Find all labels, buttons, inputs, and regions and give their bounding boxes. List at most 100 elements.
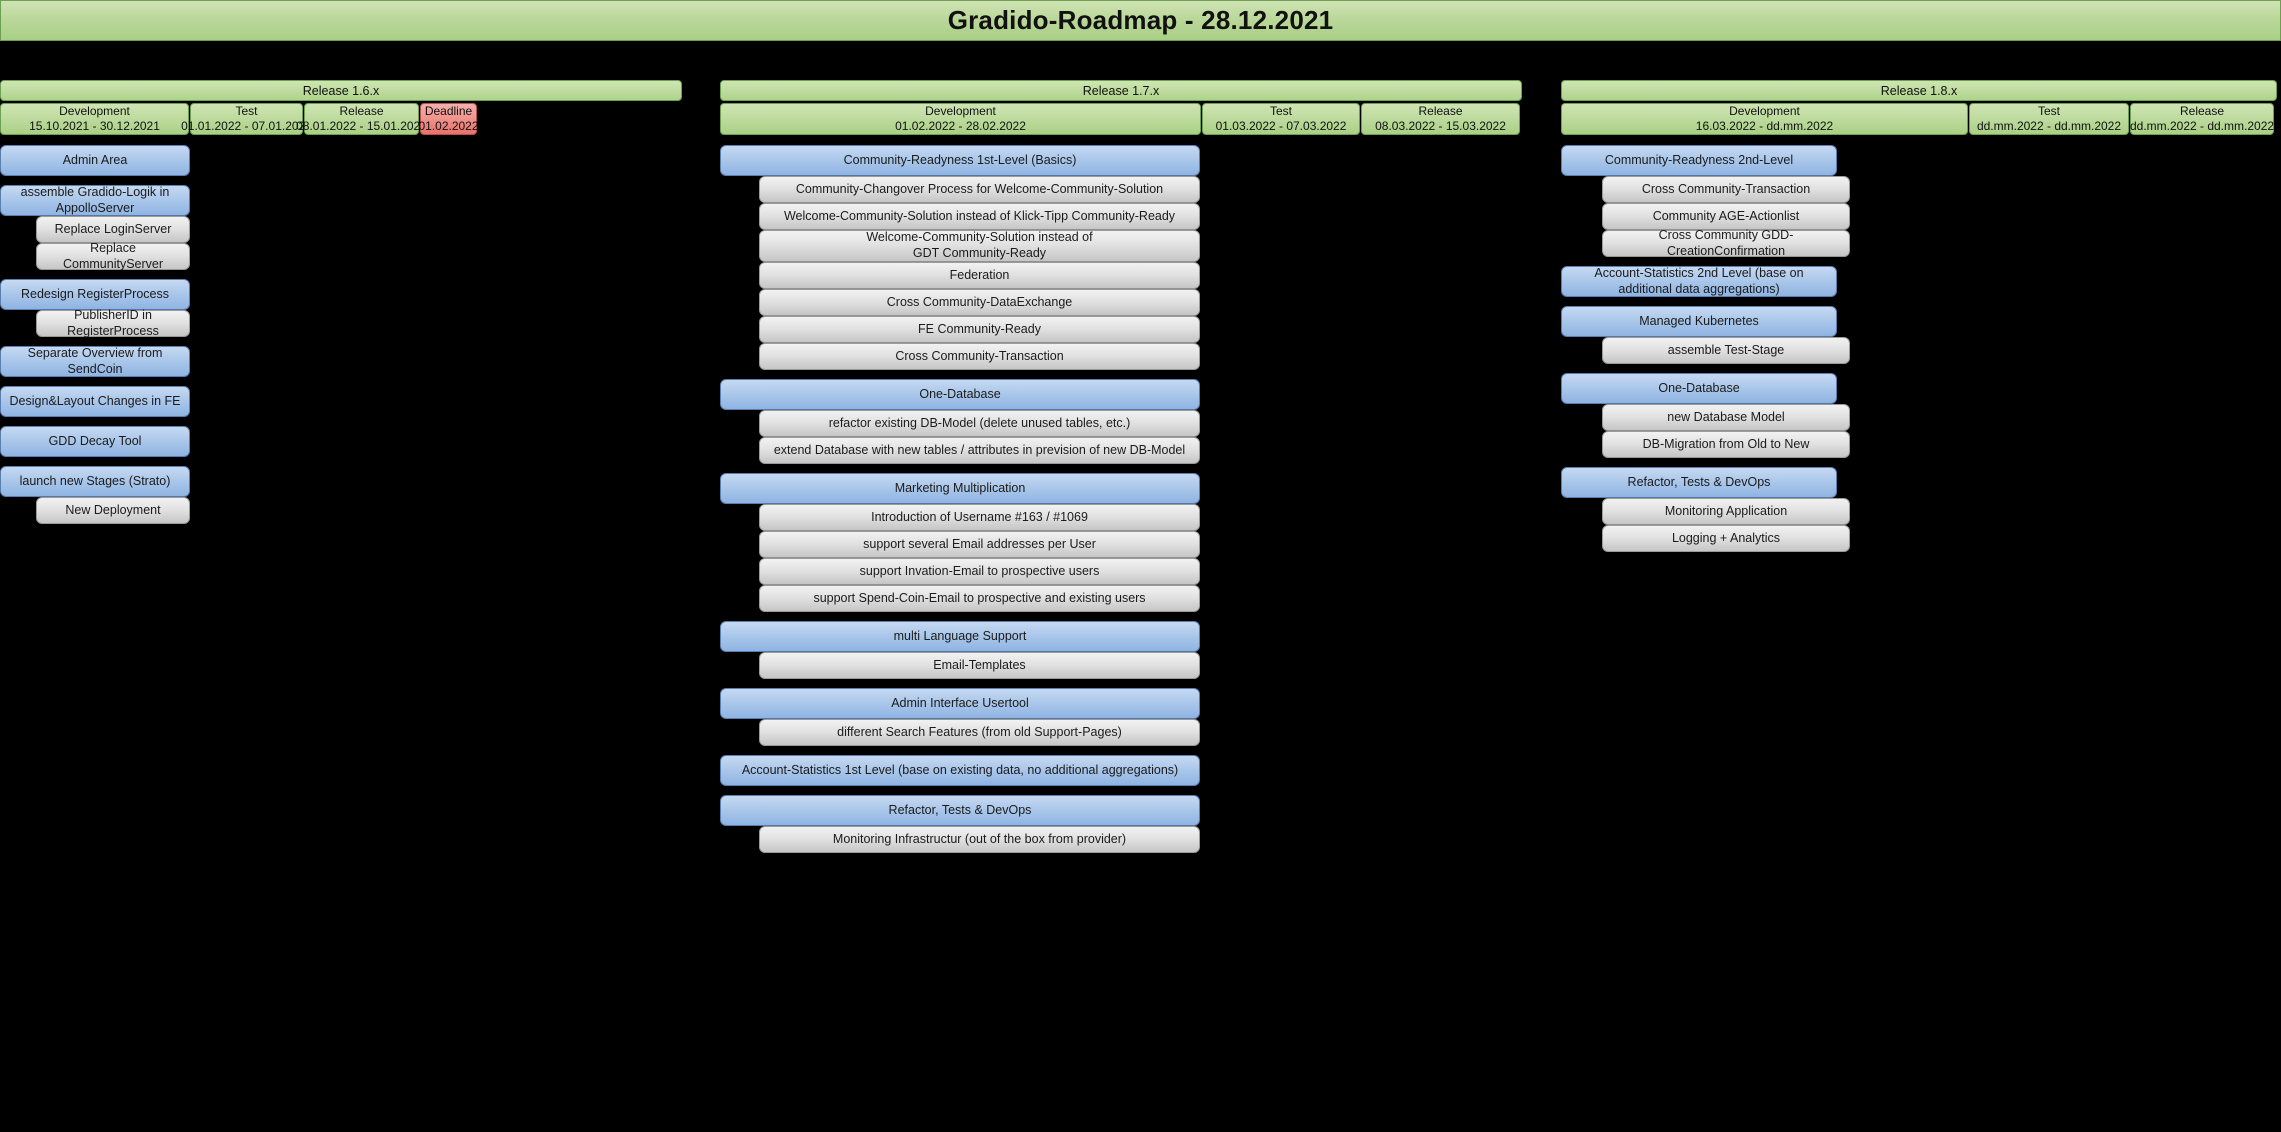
- sub-task[interactable]: Email-Templates: [759, 652, 1200, 679]
- sub-task[interactable]: Monitoring Infrastructur (out of the box…: [759, 826, 1200, 853]
- epic-task[interactable]: Separate Overview from SendCoin: [0, 346, 190, 377]
- sub-task[interactable]: PublisherID in RegisterProcess: [36, 308, 190, 338]
- release-header-2: Release 1.8.x: [1561, 80, 2277, 101]
- epic-task[interactable]: multi Language Support: [720, 621, 1200, 652]
- sub-task[interactable]: support several Email addresses per User: [759, 531, 1200, 558]
- task-list-0: Admin Area assemble Gradido-Logik in Appo…: [0, 145, 682, 524]
- sub-task[interactable]: FE Community-Ready: [759, 316, 1200, 343]
- roadmap-title-bar: Gradido-Roadmap - 28.12.2021: [0, 0, 2281, 41]
- sub-task[interactable]: Community-Changover Process for Welcome-…: [759, 176, 1200, 203]
- release-label: Release 1.6.x: [302, 83, 380, 98]
- sub-task[interactable]: new Database Model: [1602, 404, 1850, 431]
- sub-task-list: different Search Features (from old Supp…: [720, 719, 1522, 746]
- epic-task[interactable]: Refactor, Tests & DevOps: [1561, 467, 1837, 498]
- epic-task[interactable]: GDD Decay Tool: [0, 426, 190, 457]
- sub-task-list: Community-Changover Process for Welcome-…: [720, 176, 1522, 370]
- sub-task[interactable]: New Deployment: [36, 497, 190, 524]
- epic-task[interactable]: Community-Readyness 1st-Level (Basics): [720, 145, 1200, 176]
- task-group: Admin Area: [0, 145, 682, 176]
- sub-task[interactable]: Cross Community-DataExchange: [759, 289, 1200, 316]
- epic-task[interactable]: Account-Statistics 2nd Level (base on ad…: [1561, 266, 1837, 297]
- sub-task[interactable]: DB-Migration from Old to New: [1602, 431, 1850, 458]
- sub-task[interactable]: support Invation-Email to prospective us…: [759, 558, 1200, 585]
- release-label: Release 1.8.x: [1880, 83, 1958, 98]
- release-label: Release 1.7.x: [1082, 83, 1160, 98]
- sub-task-list: New Deployment: [0, 497, 682, 524]
- task-group: launch new Stages (Strato)New Deployment: [0, 466, 682, 524]
- task-group: Community-Readyness 1st-Level (Basics)Co…: [720, 145, 1522, 370]
- sub-task[interactable]: Cross Community-Transaction: [759, 343, 1200, 370]
- sub-task-list: assemble Test-Stage: [1561, 337, 2277, 364]
- epic-task[interactable]: launch new Stages (Strato): [0, 466, 190, 497]
- epic-task[interactable]: Community-Readyness 2nd-Level: [1561, 145, 1837, 176]
- sub-task[interactable]: Community AGE-Actionlist: [1602, 203, 1850, 230]
- epic-task[interactable]: Managed Kubernetes: [1561, 306, 1837, 337]
- epic-task[interactable]: Admin Interface Usertool: [720, 688, 1200, 719]
- phase-name: Release: [339, 104, 384, 118]
- sub-task[interactable]: support Spend-Coin-Email to prospective …: [759, 585, 1200, 612]
- sub-task[interactable]: Federation: [759, 262, 1200, 289]
- sub-task[interactable]: Welcome-Community-Solution instead of Kl…: [759, 203, 1200, 230]
- epic-task[interactable]: Admin Area: [0, 145, 190, 176]
- epic-task[interactable]: One-Database: [1561, 373, 1837, 404]
- epic-task[interactable]: Design&Layout Changes in FE: [0, 386, 190, 417]
- sub-task[interactable]: Replace LoginServer: [36, 216, 190, 243]
- sub-task[interactable]: Introduction of Username #163 / #1069: [759, 504, 1200, 531]
- epic-task[interactable]: Account-Statistics 1st Level (base on ex…: [720, 755, 1200, 786]
- phase-dates: 01.02.2022: [418, 119, 479, 133]
- sub-task[interactable]: Replace CommunityServer: [36, 241, 190, 271]
- page-title: Gradido-Roadmap - 28.12.2021: [947, 5, 1334, 35]
- phase-name: Release: [2179, 104, 2225, 118]
- phase-name: Release: [1418, 104, 1463, 118]
- sub-task[interactable]: assemble Test-Stage: [1602, 337, 1850, 364]
- phase-dates: 08.01.2022 - 15.01.2022: [296, 119, 427, 133]
- epic-task[interactable]: Refactor, Tests & DevOps: [720, 795, 1200, 826]
- phase-dates: 15.10.2021 - 30.12.2021: [29, 119, 160, 133]
- sub-task[interactable]: extend Database with new tables / attrib…: [759, 437, 1200, 464]
- task-group: Separate Overview from SendCoin: [0, 346, 682, 377]
- sub-task[interactable]: Logging + Analytics: [1602, 525, 1850, 552]
- sub-task[interactable]: Monitoring Application: [1602, 498, 1850, 525]
- epic-task[interactable]: Marketing Multiplication: [720, 473, 1200, 504]
- epic-task[interactable]: Redesign RegisterProcess: [0, 279, 190, 310]
- epic-task[interactable]: assemble Gradido-Logik in AppolloServer: [0, 185, 190, 216]
- sub-task[interactable]: refactor existing DB-Model (delete unuse…: [759, 410, 1200, 437]
- sub-task[interactable]: Cross Community GDD-CreationConfirmation: [1602, 228, 1850, 258]
- sub-task[interactable]: Cross Community-Transaction: [1602, 176, 1850, 203]
- sub-task[interactable]: different Search Features (from old Supp…: [759, 719, 1200, 746]
- phase-name: Development: [1729, 104, 1800, 118]
- epic-task[interactable]: One-Database: [720, 379, 1200, 410]
- phase-name: Test: [235, 104, 258, 118]
- release-header-1: Release 1.7.x: [720, 80, 1522, 101]
- phase-name: Deadline: [424, 104, 473, 118]
